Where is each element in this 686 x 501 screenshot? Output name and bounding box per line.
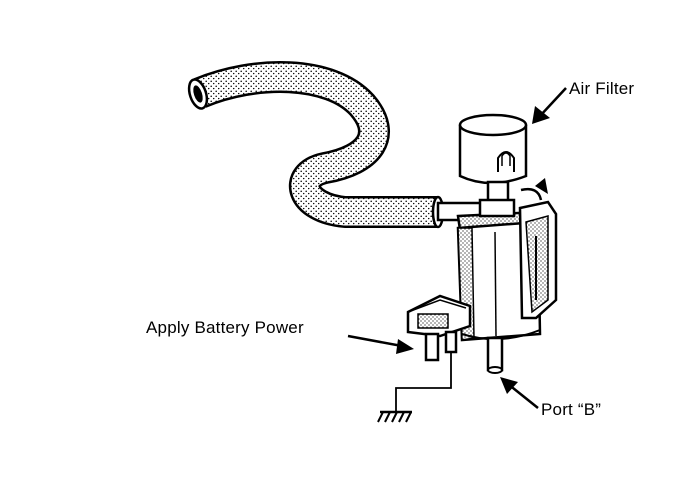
air-filter-label: Air Filter <box>569 79 635 98</box>
air-filter <box>458 113 528 206</box>
ground-terminal <box>444 330 458 354</box>
vacuum-hose <box>187 61 445 229</box>
port-b-nipple <box>486 336 504 374</box>
ground-wire <box>395 352 452 412</box>
solenoid-body <box>456 198 558 342</box>
port-b-label: Port “B” <box>541 400 602 419</box>
ground-symbol <box>377 410 412 423</box>
air-filter-leader-arrow <box>532 87 567 124</box>
apply-battery-power-label: Apply Battery Power <box>146 318 304 337</box>
airflow-arrow <box>520 178 548 201</box>
battery-terminal <box>424 332 440 362</box>
port-b-leader-arrow <box>500 377 539 409</box>
electrical-connector <box>406 294 472 362</box>
battery-power-leader-arrow <box>347 334 414 354</box>
